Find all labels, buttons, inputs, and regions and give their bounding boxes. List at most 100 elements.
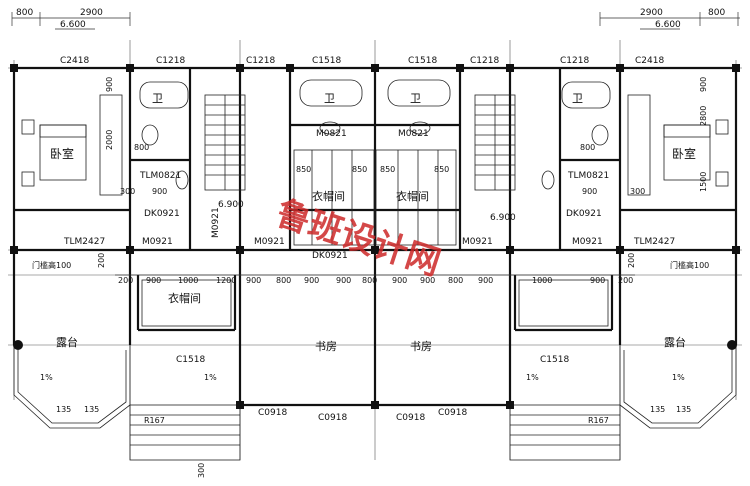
- radius-r167-right: R167: [588, 416, 609, 425]
- door-tlm2427-right: TLM2427: [633, 237, 675, 247]
- window-c0918-2: C0918: [318, 413, 347, 423]
- row-dim-9: 900: [392, 276, 407, 285]
- slope-2: 1%: [204, 373, 217, 382]
- sink-left: [175, 170, 189, 190]
- dim-2900-top-left: 2900: [80, 8, 103, 18]
- vdim-900-right: 900: [699, 77, 708, 92]
- bathtub-mid-left: [299, 79, 363, 107]
- dim-135-right-a: 135: [650, 405, 665, 414]
- stair-right: [474, 94, 516, 191]
- dim-135-left-b: 135: [84, 405, 99, 414]
- window-c0918-1: C0918: [258, 408, 287, 418]
- terrace-outline: [13, 345, 737, 461]
- vdim-900-left: 900: [105, 77, 114, 92]
- vdim-2800-right: 2800: [699, 106, 708, 126]
- elev-6600-left: 6.600: [60, 20, 86, 30]
- bathtub-left: [139, 81, 189, 109]
- slope-1: 1%: [40, 373, 53, 382]
- window-c1218-c: C1218: [470, 56, 499, 66]
- window-c1518-b: C1518: [408, 56, 437, 66]
- row-dim-2: 1000: [178, 276, 198, 285]
- door-m0921-4: M0921: [572, 237, 603, 247]
- window-c1218-b: C1218: [246, 56, 275, 66]
- watermark-stamp: 鲁班设计网: [271, 193, 445, 284]
- door-tlm0821-left: TLM0821: [139, 171, 181, 181]
- top-dimension-lines: [11, 12, 740, 30]
- room-bath-1: 卫: [152, 92, 163, 105]
- dim-135-right-b: 135: [676, 405, 691, 414]
- door-dk0921-mid: DK0921: [312, 251, 348, 261]
- window-c1218-d: C1218: [560, 56, 589, 66]
- bed-left: [21, 94, 123, 196]
- watermark-text: 鲁班设计网: [271, 193, 445, 284]
- vdim-1500-right: 1500: [699, 172, 708, 192]
- vdim-2000-left: 2000: [105, 130, 114, 150]
- dim-850-a: 850: [296, 165, 311, 174]
- sink-right: [541, 170, 555, 190]
- window-c1518-balcony-left: C1518: [176, 355, 205, 365]
- room-bath-3: 卫: [410, 92, 421, 105]
- dim-800-bath-left: 800: [134, 143, 149, 152]
- radius-r167-left: R167: [144, 416, 165, 425]
- slope-4: 1%: [672, 373, 685, 382]
- door-dk0921-left: DK0921: [144, 209, 180, 219]
- dim-300-bottom: 300: [197, 463, 206, 478]
- closet-rails-side: [141, 279, 609, 327]
- dim-2900-top-right: 2900: [640, 8, 663, 18]
- dim-850-b: 850: [352, 165, 367, 174]
- window-c1518-balcony-right: C1518: [540, 355, 569, 365]
- row-dim-8: 800: [362, 276, 377, 285]
- slope-3: 1%: [526, 373, 539, 382]
- door-m0821-right: M0821: [398, 129, 429, 139]
- elev-6900-right: 6.900: [490, 213, 516, 223]
- dim-800-top-right: 800: [708, 8, 725, 18]
- window-c1218-a: C1218: [156, 56, 185, 66]
- vdim-300-right: 300: [630, 187, 645, 196]
- row-dim-6: 900: [304, 276, 319, 285]
- row-dim-5: 800: [276, 276, 291, 285]
- door-m0921-5: M0921: [211, 207, 221, 238]
- row-dim-14: 900: [590, 276, 605, 285]
- row-dim-12: 900: [478, 276, 493, 285]
- dim-850-c: 850: [380, 165, 395, 174]
- row-dim-1: 900: [146, 276, 161, 285]
- dim-800-bath-right: 800: [580, 143, 595, 152]
- dim-850-d: 850: [434, 165, 449, 174]
- room-bath-2: 卫: [324, 92, 335, 105]
- elev-6600-right: 6.600: [655, 20, 681, 30]
- door-dk0921-right: DK0921: [566, 209, 602, 219]
- threshold-note-left: 门槛高100: [32, 260, 71, 270]
- room-bedroom-right: 卧室: [672, 146, 696, 161]
- elev-6900-left: 6.900: [218, 200, 244, 210]
- basin-mid: [319, 121, 431, 135]
- front-steps: [130, 414, 620, 446]
- bathtub-right: [561, 81, 611, 109]
- window-c2418-right: C2418: [635, 56, 664, 66]
- room-bedroom-left: 卧室: [50, 146, 74, 161]
- toilet-right: [591, 124, 609, 146]
- dim-900-bath-left: 900: [152, 187, 167, 196]
- room-study-left: 书房: [315, 340, 337, 353]
- window-c0918-3: C0918: [396, 413, 425, 423]
- door-tlm2427-left: TLM2427: [63, 237, 105, 247]
- door-m0921-1: M0921: [142, 237, 173, 247]
- row-dim-3: 1200: [216, 276, 236, 285]
- door-tlm0821-right: TLM0821: [567, 171, 609, 181]
- row-dim-4: 900: [246, 276, 261, 285]
- stair-left: [204, 94, 246, 191]
- toilet-left: [141, 124, 159, 146]
- row-dim-7: 900: [336, 276, 351, 285]
- bathtub-mid-right: [387, 79, 451, 107]
- row-dim-13: 1000: [532, 276, 552, 285]
- dim-800-top-left: 800: [16, 8, 33, 18]
- row-dim-10: 900: [420, 276, 435, 285]
- threshold-note-right: 门槛高100: [670, 260, 709, 270]
- room-wardrobe-left: 衣帽间: [168, 291, 201, 305]
- columns: [10, 64, 740, 409]
- dim-900-bath-right: 900: [582, 187, 597, 196]
- door-m0921-3: M0921: [462, 237, 493, 247]
- closet-rails-mid: [293, 149, 457, 246]
